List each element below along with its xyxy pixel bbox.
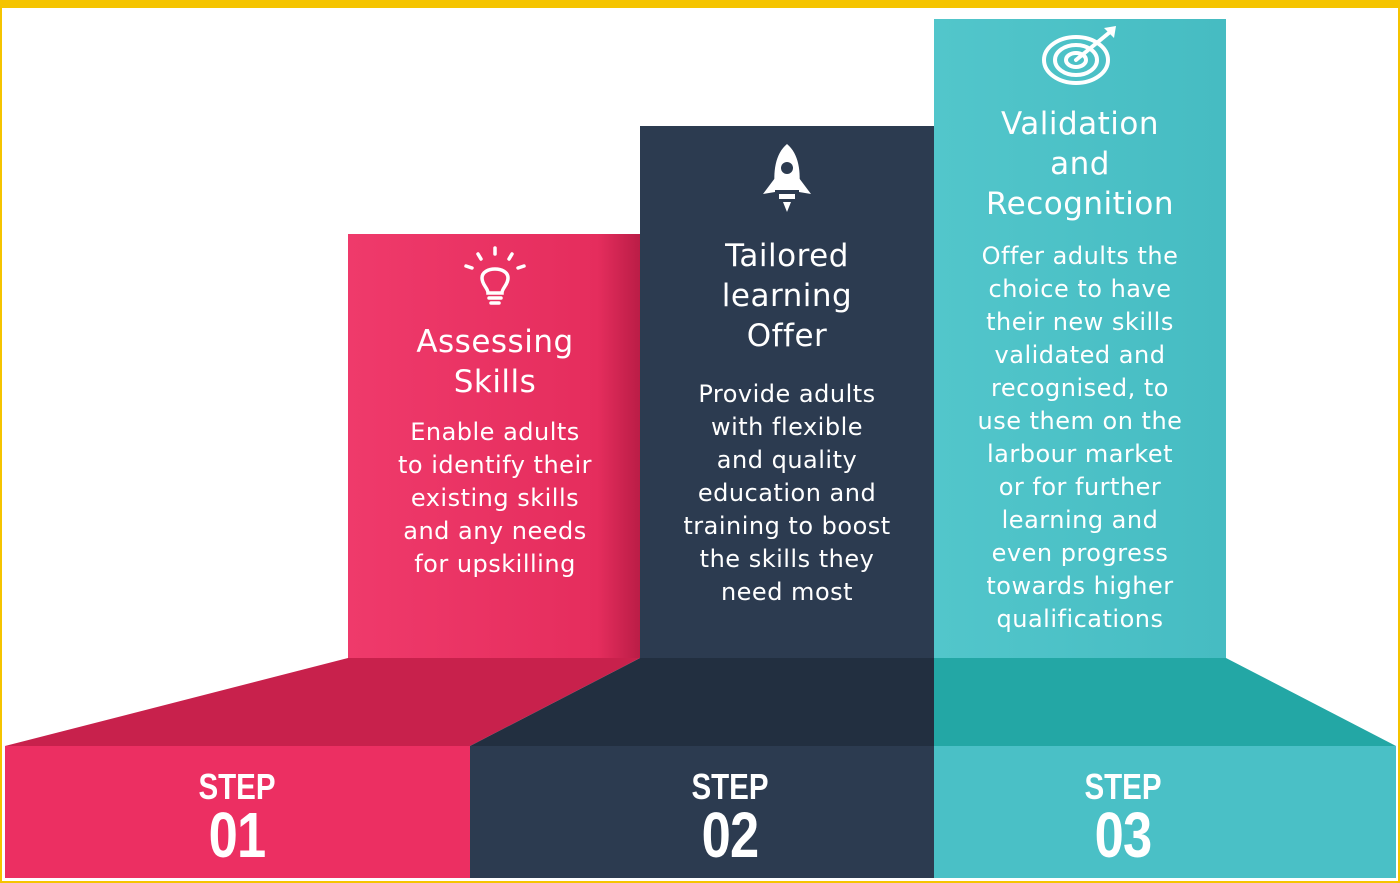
target-icon [1042,26,1116,85]
step1-label-number: 01 [208,799,267,871]
step1-title: Assessing Skills [416,324,574,400]
step1-front [5,746,470,878]
step2-label: STEP 02 [664,766,795,871]
step3-title: Validation and Recognition [985,106,1175,222]
step2-label-number: 02 [701,799,760,871]
step1-description: Enable adults to identify their existing… [398,418,592,578]
step3-front [934,746,1396,878]
step3-floor [934,658,1396,746]
step2-title: Tailored learning Offer [721,238,853,354]
rocket-icon [763,144,811,212]
step1-content: Assessing Skills Enable adults to identi… [348,246,642,581]
step3-label-number: 03 [1094,799,1153,871]
lightbulb-icon [464,246,526,305]
step2-front [470,746,934,878]
step3-pillar [934,19,1226,658]
step3-description: Offer adults the choice to have their ne… [977,242,1183,633]
step2-content: Tailored learning Offer Provide adults w… [640,142,934,609]
step2-pillar [640,126,934,658]
step1-label: STEP 01 [171,766,302,871]
step2-description: Provide adults with flexible and quality… [683,380,891,606]
step3-content: Validation and Recognition Offer adults … [934,24,1226,636]
step3-label: STEP 03 [1057,766,1188,871]
step1-label-word: STEP [198,766,276,807]
step1-floor [5,658,640,746]
step2-label-word: STEP [691,766,769,807]
step3-label-word: STEP [1084,766,1162,807]
step2-floor [470,658,934,746]
